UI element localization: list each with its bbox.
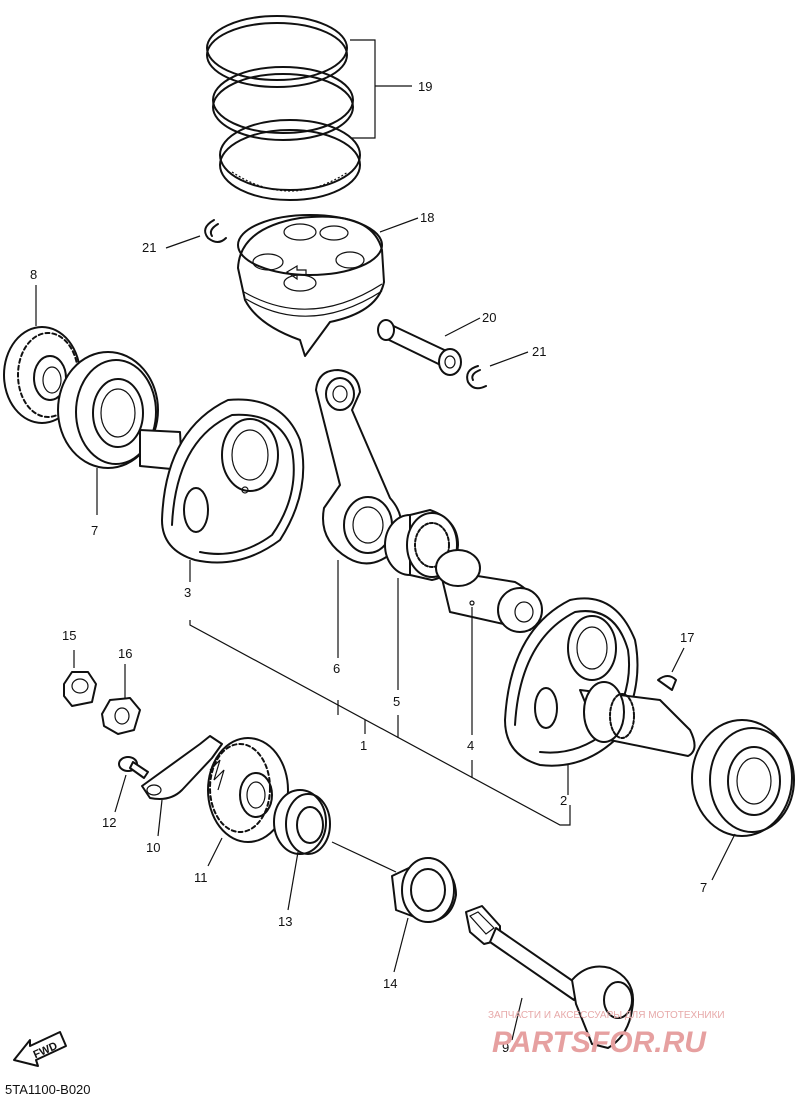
balancer-bushing xyxy=(391,857,457,973)
label-1: 1 xyxy=(360,738,367,753)
label-15: 15 xyxy=(62,628,76,643)
piston-pin-clip-right xyxy=(466,351,529,390)
label-7-left: 7 xyxy=(91,523,98,538)
label-5: 5 xyxy=(393,694,400,709)
crank-web-right xyxy=(504,597,696,795)
label-21-right: 21 xyxy=(532,344,546,359)
forward-direction-arrow: FWD xyxy=(13,1031,67,1067)
piston-ring-set xyxy=(206,15,412,201)
label-12: 12 xyxy=(102,815,116,830)
label-16: 16 xyxy=(118,646,132,661)
label-7-right: 7 xyxy=(700,880,707,895)
crankshaft-bearing-left xyxy=(57,351,159,515)
label-9: 9 xyxy=(502,1040,509,1055)
watermark-tagline: ЗАПЧАСТИ И АКСЕССУАРЫ ДЛЯ МОТОТЕХНИКИ xyxy=(488,1010,725,1021)
label-13: 13 xyxy=(278,914,292,929)
balancer-plate xyxy=(141,735,223,837)
balancer-drive-gear xyxy=(207,737,289,867)
balancer-bearing xyxy=(273,789,397,911)
label-17: 17 xyxy=(680,630,694,645)
label-14: 14 xyxy=(383,976,397,991)
woodruff-key xyxy=(657,647,685,691)
crank-web-left xyxy=(139,398,305,582)
lock-washer xyxy=(101,664,141,735)
label-21-left: 21 xyxy=(142,240,156,255)
crankshaft-bearing-right xyxy=(691,719,795,881)
piston-pin xyxy=(377,317,481,376)
part-number-labels: 19 18 21 20 21 8 7 3 6 5 1 4 17 2 7 15 1… xyxy=(30,79,707,1055)
label-3: 3 xyxy=(184,585,191,600)
watermark-brand: PARTSFOR.RU xyxy=(492,1026,707,1059)
crank-pin xyxy=(435,549,543,735)
label-8: 8 xyxy=(30,267,37,282)
label-10: 10 xyxy=(146,840,160,855)
assembly-bracket xyxy=(189,620,571,826)
bolt xyxy=(114,756,149,813)
diagram-code: 5TA1100-B020 xyxy=(5,1082,91,1097)
label-6: 6 xyxy=(333,661,340,676)
label-4: 4 xyxy=(467,738,474,753)
balancer-shaft xyxy=(465,905,634,1049)
watermark: ЗАПЧАСТИ И АКСЕССУАРЫ ДЛЯ МОТОТЕХНИКИ PA… xyxy=(488,1010,725,1059)
piston xyxy=(237,214,419,357)
nut xyxy=(63,650,97,707)
piston-pin-clip-left xyxy=(165,219,227,249)
connecting-rod xyxy=(315,369,403,658)
label-2: 2 xyxy=(560,793,567,808)
label-11: 11 xyxy=(194,870,208,885)
label-19: 19 xyxy=(418,79,432,94)
label-20: 20 xyxy=(482,310,496,325)
label-18: 18 xyxy=(420,210,434,225)
